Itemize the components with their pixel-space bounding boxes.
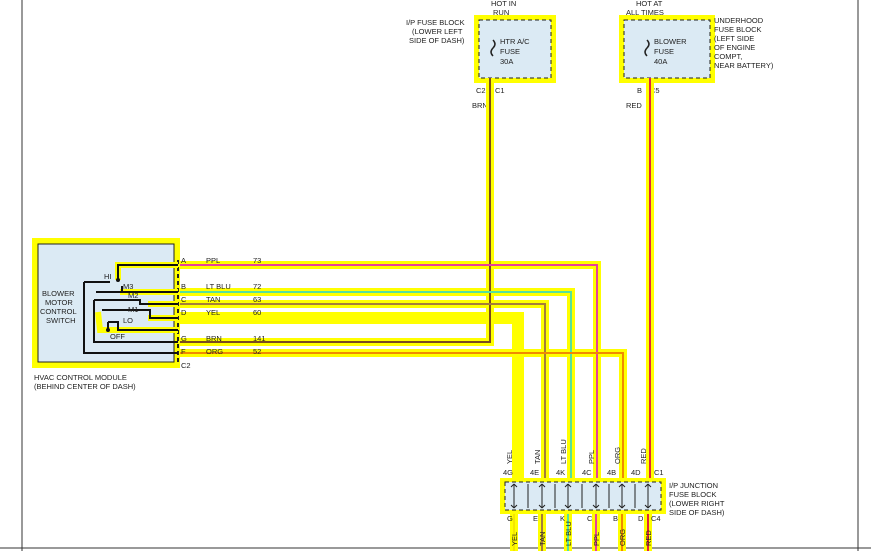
jb-name-1: I/P JUNCTION bbox=[669, 481, 718, 490]
jb-pin-k: K bbox=[560, 514, 565, 523]
pin-c: C bbox=[181, 295, 187, 304]
switch-name-1: BLOWER bbox=[42, 289, 75, 298]
jb-top-ltblu: LT BLU bbox=[559, 439, 568, 464]
jb-bot-org: ORG bbox=[618, 529, 627, 546]
uh-fuse-power-1: HOT AT bbox=[636, 0, 663, 8]
color-ltblu: LT BLU bbox=[206, 282, 231, 291]
jb-name-3: (LOWER RIGHT bbox=[669, 499, 725, 508]
wire-brn-141 bbox=[178, 78, 491, 343]
pin-f: F bbox=[181, 347, 186, 356]
htr-fuse-2: FUSE bbox=[500, 47, 520, 56]
num-63: 63 bbox=[253, 295, 261, 304]
num-73: 73 bbox=[253, 256, 261, 265]
jb-pin-4k: 4K bbox=[556, 468, 565, 477]
ip-conn-c2: C2 bbox=[476, 86, 486, 95]
pin-d: D bbox=[181, 308, 187, 317]
ip-fuse-name-2: (LOWER LEFT bbox=[412, 27, 463, 36]
hvac-label-2: (BEHIND CENTER OF DASH) bbox=[34, 382, 136, 391]
color-org: ORG bbox=[206, 347, 223, 356]
jb-top-red: RED bbox=[639, 448, 648, 464]
pin-a: A bbox=[181, 256, 186, 265]
wire-yel-60 bbox=[178, 312, 524, 478]
pos-m3: M3 bbox=[123, 282, 133, 291]
ip-fuse-name-1: I/P FUSE BLOCK bbox=[406, 18, 465, 27]
num-72: 72 bbox=[253, 282, 261, 291]
color-ppl: PPL bbox=[206, 256, 220, 265]
uh-fuse-name-6: NEAR BATTERY) bbox=[714, 61, 774, 70]
jb-name-2: FUSE BLOCK bbox=[669, 490, 717, 499]
jb-bot-yel: YEL bbox=[510, 532, 519, 546]
ip-fuse-power-1: HOT IN bbox=[491, 0, 516, 8]
jb-pin-4b: 4B bbox=[607, 468, 616, 477]
color-tan: TAN bbox=[206, 295, 220, 304]
uh-conn-b: B bbox=[637, 86, 642, 95]
jb-pin-e: E bbox=[533, 514, 538, 523]
wire-org-52 bbox=[178, 352, 624, 478]
pin-g: G bbox=[181, 334, 187, 343]
ip-fuse-name-3: SIDE OF DASH) bbox=[409, 36, 465, 45]
pos-off: OFF bbox=[110, 332, 125, 341]
underhood-fuse-block: HOT AT ALL TIMES UNDERHOOD FUSE BLOCK (L… bbox=[619, 0, 774, 110]
ip-wire-brn: BRN bbox=[472, 101, 488, 110]
num-52: 52 bbox=[253, 347, 261, 356]
jb-pin-4c: 4C bbox=[582, 468, 592, 477]
jb-top-tan: TAN bbox=[533, 450, 542, 464]
pos-m2: M2 bbox=[128, 291, 138, 300]
hvac-control-module: BLOWER MOTOR CONTROL SWITCH HI M3 M2 bbox=[32, 238, 191, 391]
num-60: 60 bbox=[253, 308, 261, 317]
ip-fuse-block: HOT IN RUN I/P FUSE BLOCK (LOWER LEFT SI… bbox=[406, 0, 556, 110]
jb-top-ppl: PPL bbox=[587, 450, 596, 464]
jb-pin-b: B bbox=[613, 514, 618, 523]
hvac-label-1: HVAC CONTROL MODULE bbox=[34, 373, 127, 382]
switch-name-4: SWITCH bbox=[46, 316, 76, 325]
jb-name-4: SIDE OF DASH) bbox=[669, 508, 725, 517]
blower-fuse-1: BLOWER bbox=[654, 37, 687, 46]
pos-m1: M1 bbox=[128, 305, 138, 314]
pos-hi: HI bbox=[104, 272, 112, 281]
color-brn: BRN bbox=[206, 334, 222, 343]
jb-pin-4g: 4G bbox=[503, 468, 513, 477]
jb-pin-4e: 4E bbox=[530, 468, 539, 477]
uh-fuse-name-4: OF ENGINE bbox=[714, 43, 755, 52]
htr-fuse-3: 30A bbox=[500, 57, 513, 66]
pin-b: B bbox=[181, 282, 186, 291]
jb-bot-red: RED bbox=[644, 530, 653, 546]
uh-wire-red: RED bbox=[626, 101, 642, 110]
jb-pin-d: D bbox=[638, 514, 644, 523]
pos-lo: LO bbox=[123, 316, 133, 325]
circuit-labels: A PPL 73 B LT BLU 72 C TAN 63 D YEL 60 G… bbox=[181, 256, 266, 356]
jb-pin-4d: 4D bbox=[631, 468, 641, 477]
jb-top-yel: YEL bbox=[505, 450, 514, 464]
color-yel: YEL bbox=[206, 308, 220, 317]
uh-fuse-name-5: COMPT, bbox=[714, 52, 742, 61]
uh-conn-c5: C5 bbox=[650, 86, 660, 95]
blower-fuse-3: 40A bbox=[654, 57, 667, 66]
uh-fuse-name-2: FUSE BLOCK bbox=[714, 25, 762, 34]
hvac-conn-c2: C2 bbox=[181, 361, 191, 370]
wire-tan-63 bbox=[178, 303, 546, 478]
switch-name-3: CONTROL bbox=[40, 307, 77, 316]
wire-ppl-73 bbox=[178, 264, 598, 478]
jb-pin-c1: C1 bbox=[654, 468, 664, 477]
wire-ltblu-72 bbox=[178, 291, 572, 478]
jb-pin-c4: C4 bbox=[651, 514, 661, 523]
jb-bot-tan: TAN bbox=[538, 532, 547, 546]
ip-conn-c1: C1 bbox=[495, 86, 505, 95]
ip-junction-block: 4G 4E 4K 4C 4B 4D C1 G E K C B D C4 I/P … bbox=[500, 439, 725, 546]
jb-bot-ltblu: LT BLU bbox=[564, 521, 573, 546]
blower-fuse-2: FUSE bbox=[654, 47, 674, 56]
jb-pin-g: G bbox=[507, 514, 513, 523]
jb-top-org: ORG bbox=[613, 447, 622, 464]
switch-name-2: MOTOR bbox=[45, 298, 73, 307]
jb-pin-c: C bbox=[587, 514, 593, 523]
wire-cores bbox=[178, 78, 651, 551]
ip-fuse-power-2: RUN bbox=[493, 8, 509, 17]
jb-bot-ppl: PPL bbox=[592, 532, 601, 546]
htr-fuse-1: HTR A/C bbox=[500, 37, 530, 46]
uh-fuse-name-1: UNDERHOOD bbox=[714, 16, 764, 25]
num-141: 141 bbox=[253, 334, 266, 343]
uh-fuse-name-3: (LEFT SIDE bbox=[714, 34, 754, 43]
uh-fuse-power-2: ALL TIMES bbox=[626, 8, 664, 17]
